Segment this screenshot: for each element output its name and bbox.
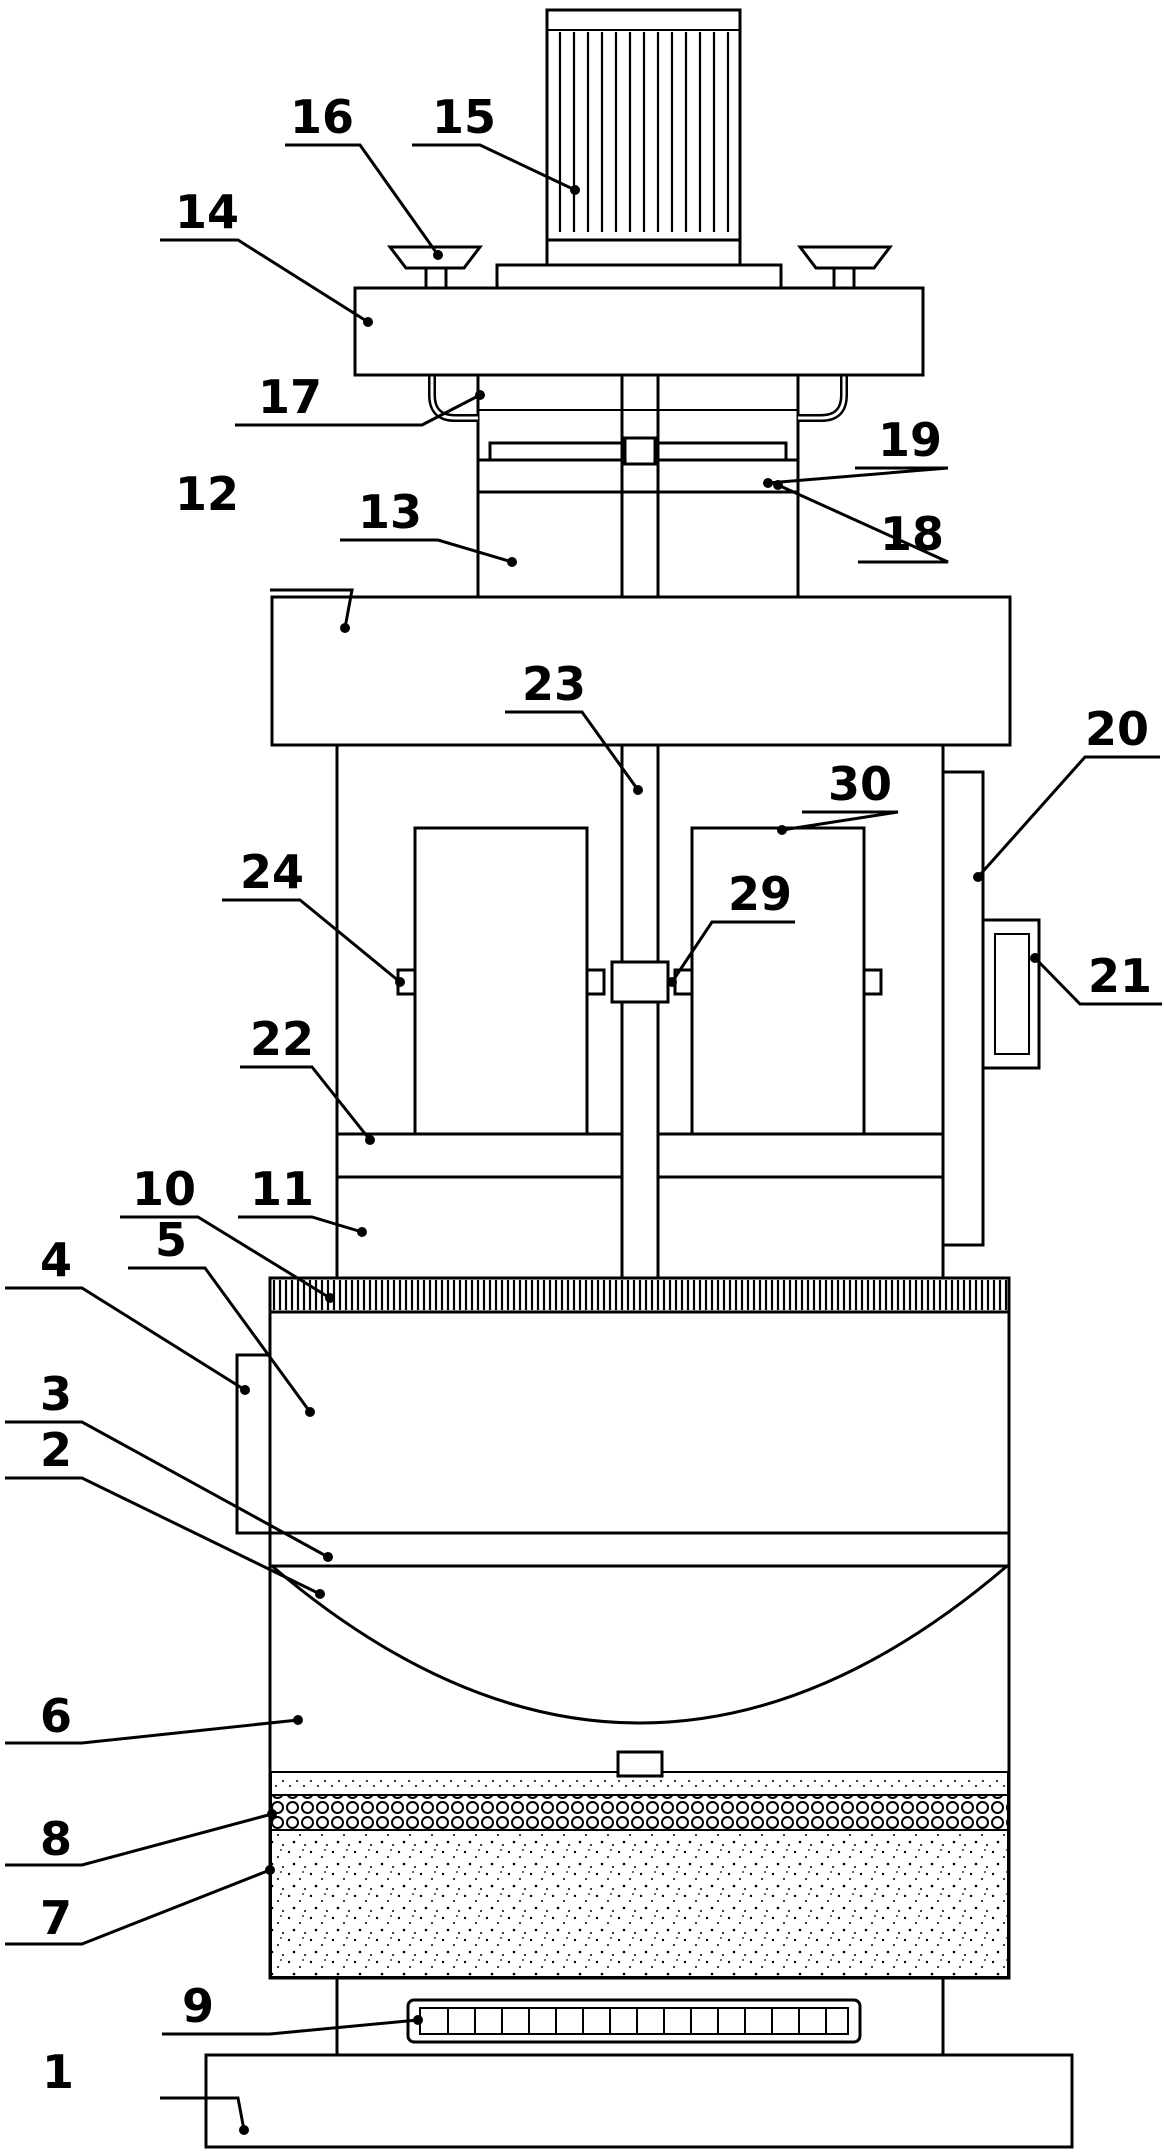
label-29: 29 [728,867,792,921]
label-17: 17 [258,370,322,424]
fan-vent-slats [447,2008,827,2034]
motor-base [545,238,742,267]
label-4: 4 [40,1233,72,1287]
label-13: 13 [358,485,422,539]
label-21: 21 [1088,949,1152,1003]
pipe-17-right-in [798,375,846,420]
label-16: 16 [290,90,354,144]
motor-fins [558,32,730,232]
control-box-inner [994,933,1030,1055]
bowl-2 [271,1564,1008,1725]
side-bracket-4 [235,1353,272,1535]
label-19: 19 [878,413,942,467]
leader-dots [239,185,1040,2135]
roller-block-left [413,826,589,1136]
disc-hub [623,436,657,466]
label-9: 9 [182,1979,214,2033]
leader-lines [5,143,1162,2131]
control-box-21 [981,918,1041,1070]
pin-right-outer [862,968,883,996]
label-12: 12 [175,467,239,521]
motor-mount [495,263,783,290]
label-10: 10 [132,1162,196,1216]
plate-12 [270,595,1012,747]
label-22: 22 [250,1012,314,1066]
label-5: 5 [155,1213,187,1267]
coupling-29 [610,960,670,1004]
side-panel-20 [941,770,985,1247]
label-24: 24 [240,845,304,899]
nozzle-right [796,245,894,270]
bead-layer-8 [270,1794,1009,1831]
label-11: 11 [250,1162,314,1216]
label-14: 14 [175,185,239,239]
pipe-17-left-in [430,375,478,420]
motor-cap [546,9,741,31]
label-23: 23 [522,657,586,711]
filter-layer-7 [270,1829,1009,1978]
pin-left-inner [585,968,606,996]
ring-gear-teeth [272,1280,1008,1310]
nozzle-16-left-stem [424,266,448,290]
label-15: 15 [432,90,496,144]
label-30: 30 [828,757,892,811]
top-plate-14 [353,286,925,377]
nozzle-right-stem [832,266,856,290]
label-7: 7 [40,1891,72,1945]
label-2: 2 [40,1423,72,1477]
bowl-outlet [616,1750,664,1778]
label-18: 18 [880,507,944,561]
label-3: 3 [40,1367,72,1421]
label-1: 1 [42,2045,74,2099]
base-plate [204,2053,1074,2149]
label-20: 20 [1085,702,1149,756]
label-8: 8 [40,1812,72,1866]
label-6: 6 [40,1689,72,1743]
